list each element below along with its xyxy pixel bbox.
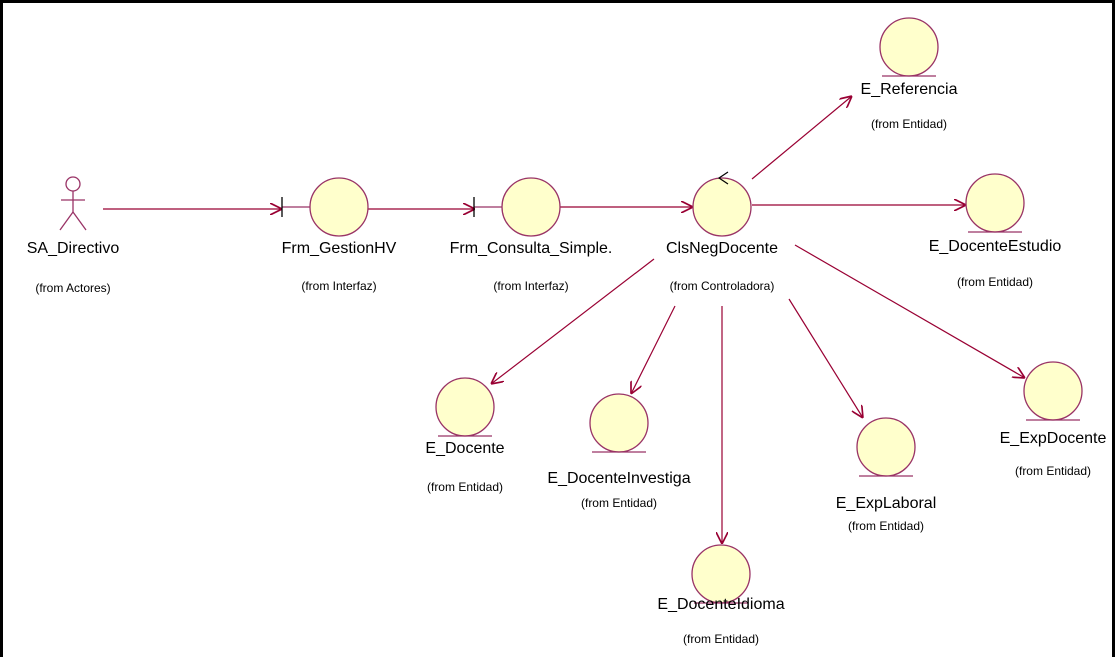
node-package-e_docenteestudio: (from Entidad) — [956, 275, 1034, 289]
nodes-layer — [59, 17, 1083, 604]
actor-icon — [65, 176, 81, 192]
entity-icon — [589, 393, 649, 453]
node-e_docenteidioma[interactable] — [691, 544, 751, 604]
node-e_docente[interactable] — [435, 377, 495, 437]
node-clsnegdocente[interactable] — [692, 171, 752, 237]
node-e_expdocente[interactable] — [1023, 361, 1083, 421]
link-clsnegdocente-to-e_referencia[interactable] — [751, 96, 852, 180]
node-package-sa_directivo: (from Actores) — [35, 281, 111, 295]
node-e_referencia[interactable] — [879, 17, 939, 77]
entity-icon — [691, 544, 751, 604]
node-package-frm_gestionhv: (from Interfaz) — [301, 279, 377, 293]
node-name-e_docenteestudio: E_DocenteEstudio — [928, 238, 1062, 255]
node-e_explaboral[interactable] — [856, 417, 916, 477]
entity-icon — [1023, 361, 1083, 421]
node-package-e_docenteinvestiga: (from Entidad) — [580, 496, 658, 510]
link-clsnegdocente-to-e_docenteinvestiga[interactable] — [631, 305, 676, 394]
boundary-icon — [501, 177, 561, 237]
node-package-e_docente: (from Entidad) — [426, 480, 504, 494]
entity-icon — [435, 377, 495, 437]
entity-icon — [965, 173, 1025, 233]
node-frm_consulta_simple[interactable] — [473, 177, 561, 237]
node-package-e_docenteidioma: (from Entidad) — [682, 632, 760, 646]
node-package-e_expdocente: (from Entidad) — [1014, 464, 1092, 478]
node-name-e_referencia: E_Referencia — [860, 81, 958, 98]
node-name-e_docenteidioma: E_DocenteIdioma — [657, 596, 785, 613]
node-name-e_docente: E_Docente — [425, 440, 505, 457]
link-clsnegdocente-to-e_docente[interactable] — [491, 258, 655, 384]
node-e_docenteinvestiga[interactable] — [589, 393, 649, 453]
node-sa_directivo[interactable] — [59, 176, 87, 231]
control-icon — [692, 177, 752, 237]
node-package-clsnegdocente: (from Controladora) — [669, 279, 775, 293]
node-e_docenteestudio[interactable] — [965, 173, 1025, 233]
boundary-icon — [309, 177, 369, 237]
node-name-clsnegdocente: ClsNegDocente — [665, 240, 779, 257]
entity-icon — [879, 17, 939, 77]
node-package-frm_consulta_simple: (from Interfaz) — [493, 279, 569, 293]
node-package-e_explaboral: (from Entidad) — [847, 519, 925, 533]
link-clsnegdocente-to-e_expdocente[interactable] — [794, 244, 1025, 378]
entity-icon — [856, 417, 916, 477]
node-name-e_expdocente: E_ExpDocente — [999, 430, 1107, 447]
link-clsnegdocente-to-e_explaboral[interactable] — [788, 298, 863, 418]
diagram-canvas — [59, 17, 1083, 604]
node-name-frm_gestionhv: Frm_GestionHV — [281, 240, 397, 257]
node-frm_gestionhv[interactable] — [281, 177, 369, 237]
node-package-e_referencia: (from Entidad) — [870, 117, 948, 131]
node-name-e_explaboral: E_ExpLaboral — [835, 495, 937, 512]
node-name-sa_directivo: SA_Directivo — [26, 240, 120, 257]
node-name-frm_consulta_simple: Frm_Consulta_Simple. — [449, 240, 613, 257]
links-layer — [103, 96, 1025, 544]
node-name-e_docenteinvestiga: E_DocenteInvestiga — [547, 470, 691, 487]
